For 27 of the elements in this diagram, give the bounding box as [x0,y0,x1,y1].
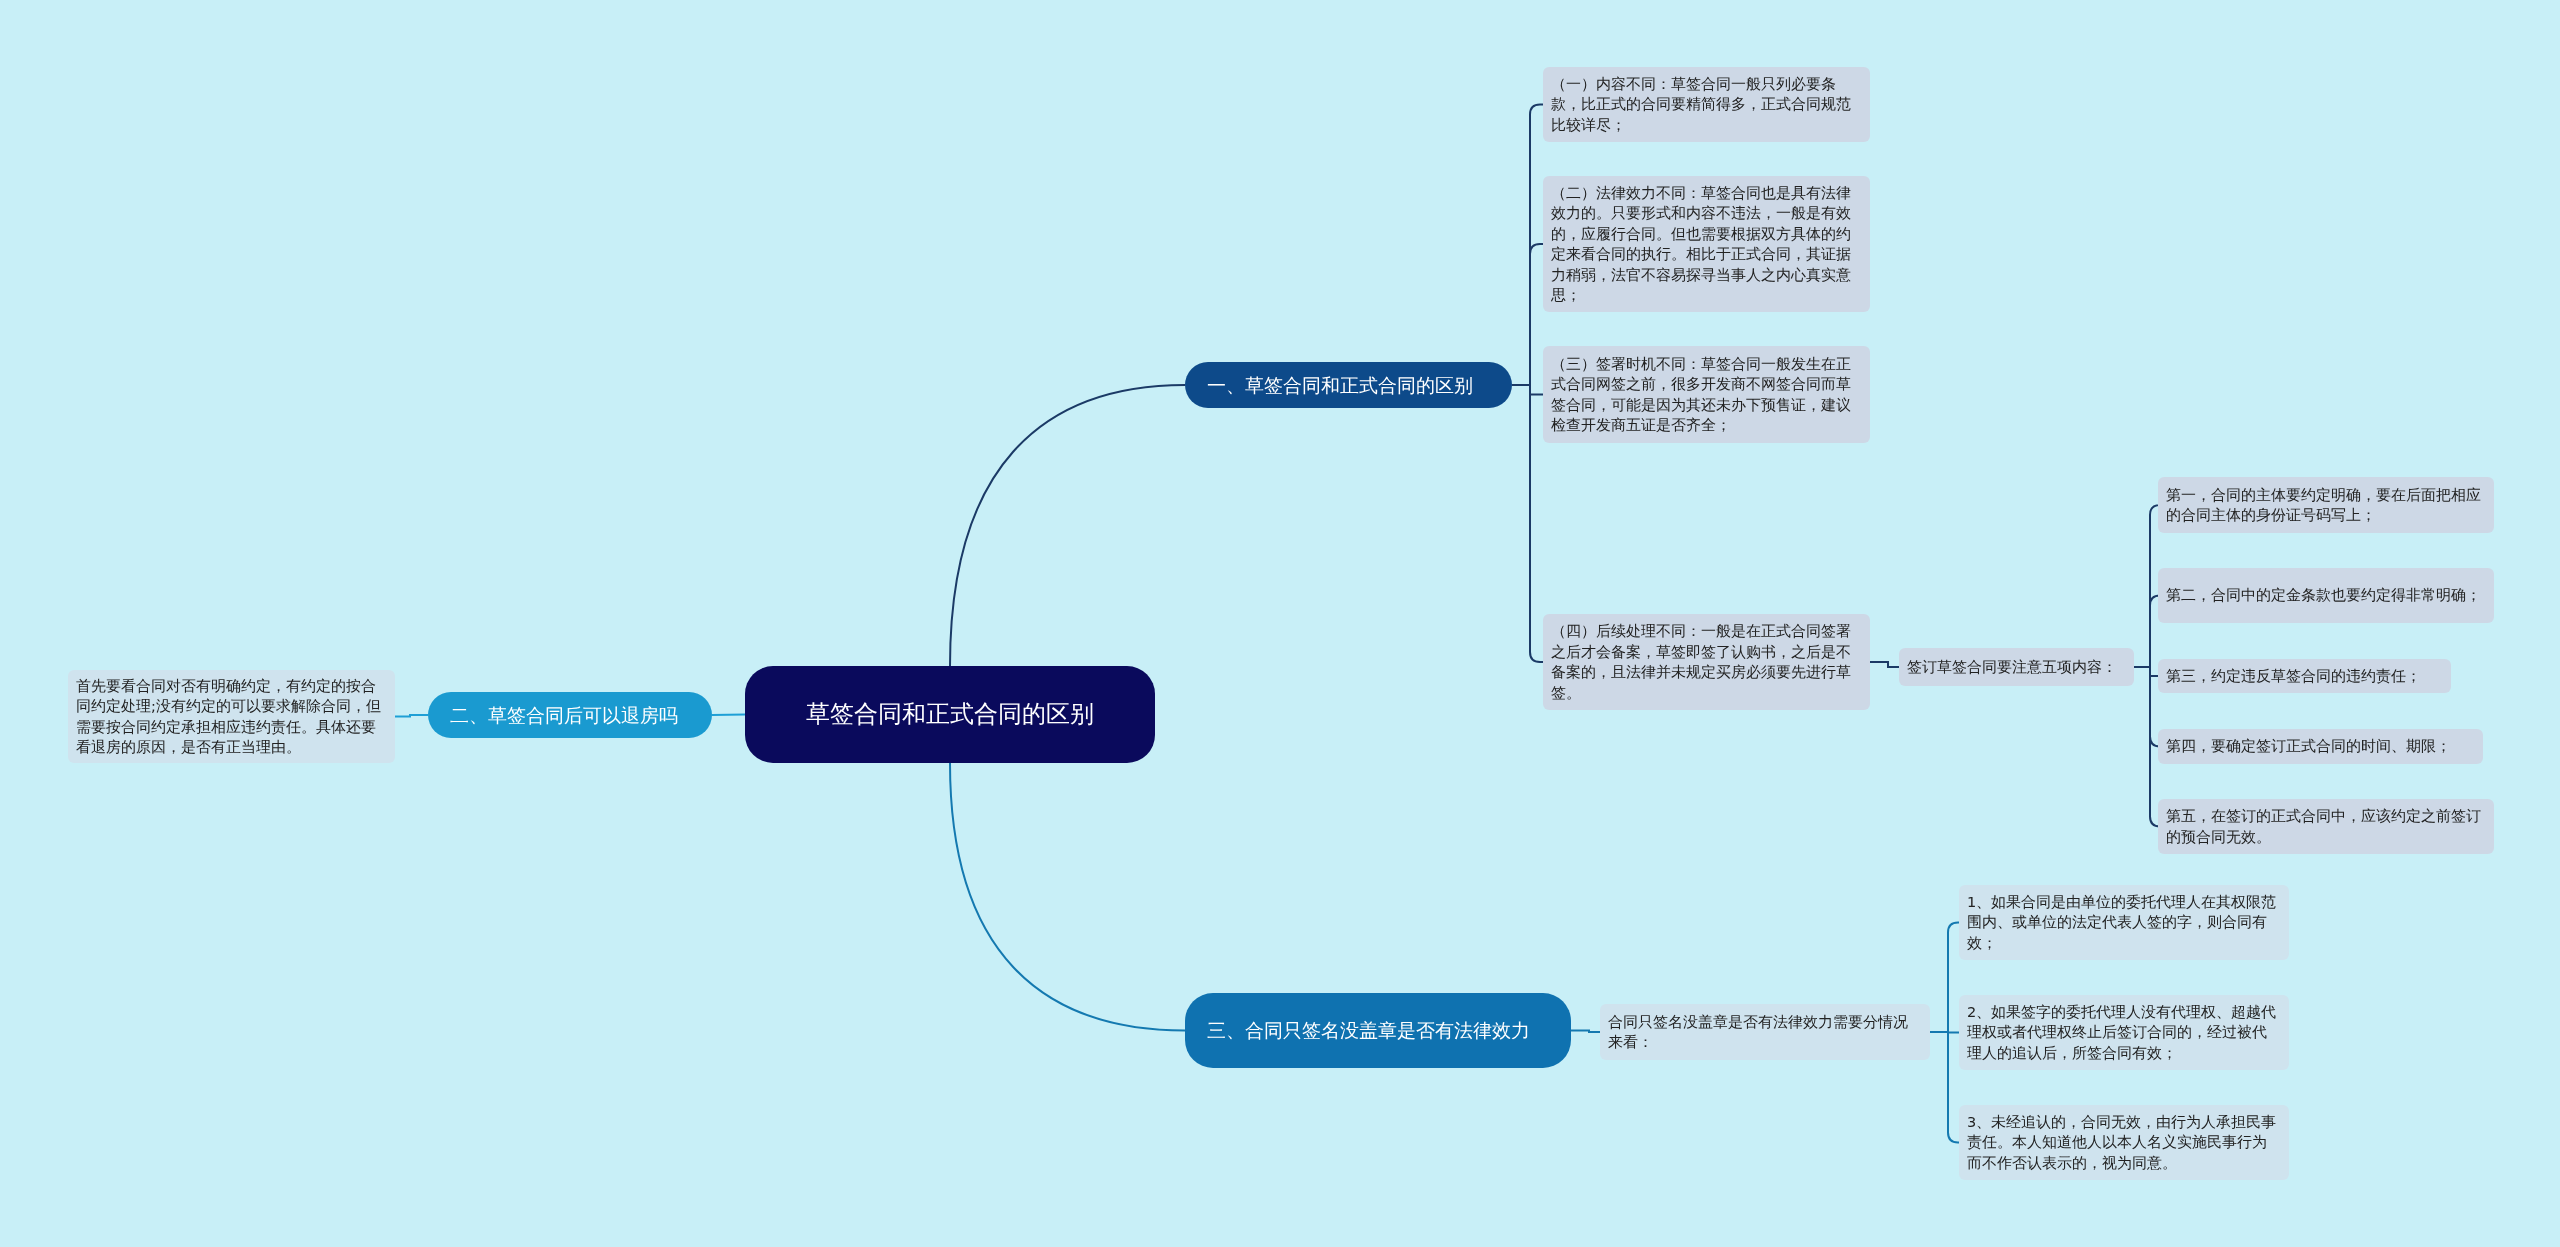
topic-box: （四）后续处理不同：一般是在正式合同签署之后才会备案，草签即签了认购书，之后是不备案的，且法律并未规定买房必须要先进行草签。 [1543,614,1870,710]
topic-box: 第五，在签订的正式合同中，应该约定之前签订的预合同无效。 [2158,799,2494,854]
topic-box: 1、如果合同是由单位的委托代理人在其权限范围内、或单位的法定代表人签的字，则合同有效； [1959,885,2289,960]
connector-line [1929,1031,1960,1144]
connector-line [949,762,1186,1032]
topic-box: 第二，合同中的定金条款也要约定得非常明确； [2158,568,2494,623]
connector-line [949,384,1186,667]
connector-line [394,714,429,718]
connector-line [1570,1029,1601,1033]
connector-line [711,713,746,716]
central-topic: 草签合同和正式合同的区别 [745,666,1155,763]
topic-box: 首先要看合同对否有明确约定，有约定的按合同约定处理;没有约定的可以要求解除合同，但需要按合同约定承担相应违约责任。具体还要看退房的原因，是否有正当理由。 [68,670,395,763]
topic-box: （一）内容不同：草签合同一般只列必要条款，比正式的合同要精简得多，正式合同规范比较详尽； [1543,67,1870,142]
topic-box: （三）签署时机不同：草签合同一般发生在正式合同网签之前，很多开发商不网签合同而草签合同，可能是因为其还未办下预售证，建议检查开发商五证是否齐全； [1543,346,1870,443]
topic-box: 合同只签名没盖章是否有法律效力需要分情况来看： [1600,1004,1930,1060]
connector-line [1869,661,1900,668]
branch-topic: 一、草签合同和正式合同的区别 [1185,362,1512,408]
topic-box: 第三，约定违反草签合同的违约责任； [2158,659,2451,693]
topic-box: 第四，要确定签订正式合同的时间、期限； [2158,729,2483,764]
branch-topic: 二、草签合同后可以退房吗 [428,692,712,738]
topic-box: （二）法律效力不同：草签合同也是具有法律效力的。只要形式和内容不违法，一般是有效的，应履行合同。但也需要根据双方具体的约定来看合同的执行。相比于正式合同，其证据力稍弱，法官不容易探寻当事人之内心真实意思； [1543,176,1870,312]
topic-box: 2、如果签字的委托代理人没有代理权、超越代理权或者代理权终止后签订合同的，经过被代理人的追认后，所签合同有效； [1959,995,2289,1070]
topic-box: 签订草签合同要注意五项内容： [1899,648,2134,686]
topic-box: 第一，合同的主体要约定明确，要在后面把相应的合同主体的身份证号码写上； [2158,477,2494,533]
topic-box: 3、未经追认的，合同无效，由行为人承担民事责任。本人知道他人以本人名义实施民事行为而不作否认表示的，视为同意。 [1959,1105,2289,1180]
branch-topic: 三、合同只签名没盖章是否有法律效力 [1185,993,1571,1068]
connector-line [1511,384,1544,663]
